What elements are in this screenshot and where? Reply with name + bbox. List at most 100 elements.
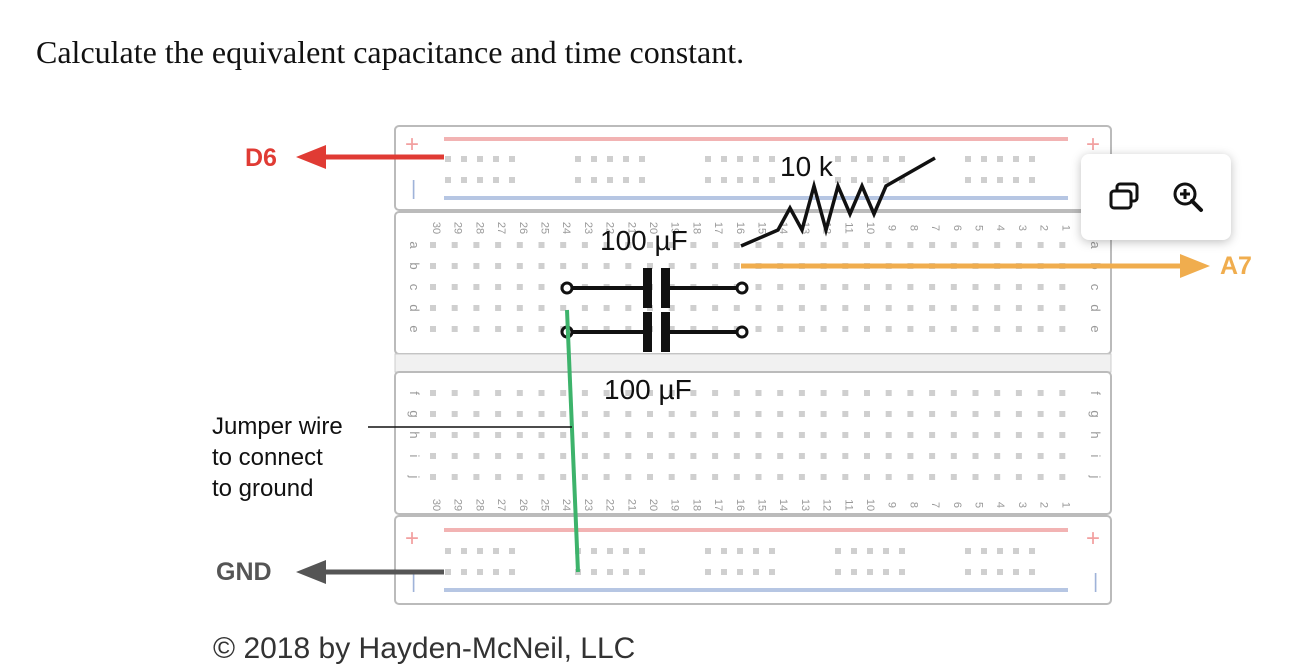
hole (867, 569, 873, 575)
column-number: 11 (842, 222, 854, 233)
hole (647, 474, 653, 480)
cap-bottom-plate-left (643, 312, 652, 352)
hole (1015, 390, 1022, 396)
hole (668, 305, 675, 311)
hole (994, 390, 1001, 396)
row-letter: f (1088, 391, 1103, 395)
d6-label: D6 (245, 144, 277, 172)
column-number: 20 (647, 499, 659, 511)
hole (647, 453, 653, 459)
hole (883, 177, 889, 183)
hole (997, 177, 1003, 183)
hole (473, 390, 480, 396)
zoom-in-icon[interactable] (1167, 176, 1209, 218)
column-number: 3 (1016, 502, 1028, 508)
column-number: 12 (821, 499, 833, 511)
column-number: 19 (669, 222, 681, 234)
jumper-wire (565, 309, 580, 573)
hole (769, 177, 775, 183)
hole (668, 411, 675, 417)
hole (712, 432, 719, 438)
hole (755, 432, 762, 438)
hole (885, 474, 892, 480)
hole (972, 326, 979, 332)
hole (929, 474, 936, 480)
hole (972, 474, 979, 480)
hole (603, 242, 610, 248)
hole (994, 411, 1001, 417)
column-number: 5 (973, 502, 985, 508)
hole (883, 548, 889, 554)
hole (842, 284, 849, 290)
column-number: 20 (647, 222, 659, 234)
hole (1059, 474, 1066, 480)
breadboard-diagram: + + | + + | | 30302929282827272626252524… (212, 125, 1252, 605)
hole (591, 156, 597, 162)
hole (477, 177, 483, 183)
hole (864, 453, 870, 459)
column-number: 14 (777, 499, 789, 511)
hole (560, 432, 567, 438)
hole (451, 411, 458, 417)
hole (864, 411, 870, 417)
hole (1037, 390, 1044, 396)
hole (639, 569, 645, 575)
copyright-credit: © 2018 by Hayden-McNeil, LLC (213, 632, 636, 665)
column-number: 18 (690, 222, 702, 234)
hole (430, 474, 436, 480)
hole (733, 263, 740, 269)
hole (560, 390, 567, 396)
hole (639, 548, 645, 554)
hole (625, 326, 632, 332)
hole (712, 453, 719, 459)
hole (1059, 432, 1066, 438)
hole (493, 548, 499, 554)
hole (516, 284, 523, 290)
row-letter: e (407, 325, 422, 332)
hole (867, 548, 873, 554)
hole (516, 326, 523, 332)
hole (737, 569, 743, 575)
hole (581, 474, 588, 480)
hole (538, 305, 545, 311)
hole (493, 177, 499, 183)
d6-arrowhead (296, 145, 326, 169)
hole (690, 474, 697, 480)
hole (538, 263, 545, 269)
hole (835, 177, 841, 183)
hole (721, 177, 727, 183)
hole (929, 432, 936, 438)
hole (705, 177, 711, 183)
hole (798, 326, 805, 332)
hole (864, 284, 870, 290)
hole (777, 432, 784, 438)
column-number: 22 (604, 222, 616, 234)
hole (907, 474, 914, 480)
windows-icon[interactable] (1103, 176, 1145, 218)
hole (451, 474, 458, 480)
column-number: 15 (756, 222, 768, 234)
column-number: 10 (864, 499, 876, 511)
hole (798, 390, 805, 396)
column-number: 30 (430, 499, 442, 511)
jumper-label-line1: Jumper wire (212, 413, 343, 440)
hole (495, 390, 502, 396)
hole (929, 284, 936, 290)
hole (835, 548, 841, 554)
hole (721, 156, 727, 162)
column-number: 4 (994, 225, 1006, 231)
hole (639, 156, 645, 162)
hole (430, 305, 436, 311)
hole (755, 453, 762, 459)
row-letter: i (1088, 455, 1103, 458)
hole (1059, 242, 1066, 248)
hole (560, 453, 567, 459)
hole (777, 242, 784, 248)
hole (712, 390, 719, 396)
hole (451, 242, 458, 248)
column-number: 23 (582, 499, 594, 511)
hole (538, 326, 545, 332)
top-right-plus: + (1086, 131, 1100, 158)
column-number: 2 (1038, 502, 1050, 508)
hole (473, 411, 480, 417)
